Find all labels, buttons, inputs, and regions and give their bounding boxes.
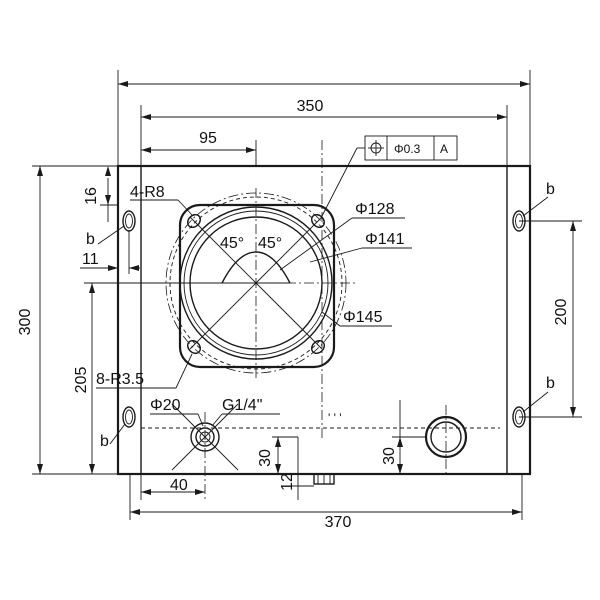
tolerance-frame: Φ0.3 A [320, 135, 458, 219]
dim-350: 350 [297, 98, 324, 115]
svg-text:b: b [546, 181, 555, 198]
dim-12: 12 [279, 473, 296, 491]
dim-16: 16 [83, 187, 100, 205]
flange-bolt-tr [311, 214, 325, 228]
svg-text:b: b [100, 433, 109, 450]
dim-300: 300 [17, 309, 34, 336]
flange-bolt-tl [187, 214, 201, 228]
flange-bolt-br [311, 340, 325, 354]
hole-top-left [122, 210, 136, 232]
dim-partial: ' ' ' [328, 411, 342, 425]
dim-205: 205 [73, 367, 90, 394]
callout-phi145: Φ145 [343, 309, 383, 326]
hole-bottom-right [512, 406, 526, 428]
callout-phi141: Φ141 [365, 231, 405, 248]
dim-11: 11 [82, 251, 99, 268]
flange-bolt-bl [187, 340, 201, 354]
hole-top-right [512, 210, 526, 232]
dim-370: 370 [325, 514, 352, 531]
svg-text:b: b [546, 375, 555, 392]
dim-40: 40 [170, 477, 188, 494]
dim-95: 95 [199, 130, 217, 147]
callout-g14: G1/4" [222, 397, 262, 414]
port-right [424, 405, 468, 474]
callout-8-r3-5: 8-R3.5 [96, 371, 144, 388]
port-phi20 [171, 403, 239, 500]
angle-left: 45° [220, 235, 244, 252]
dim-200: 200 [553, 299, 570, 326]
svg-text:Φ0.3: Φ0.3 [394, 142, 421, 156]
svg-text:b: b [86, 231, 95, 248]
svg-text:A: A [440, 142, 448, 156]
angle-right: 45° [258, 235, 282, 252]
dim-30-right: 30 [381, 447, 398, 465]
hole-bottom-left [122, 406, 136, 428]
central-flange [160, 140, 356, 440]
position-symbol-icon [368, 140, 384, 156]
callout-4-r8: 4-R8 [130, 184, 165, 201]
callout-phi20: Φ20 [150, 397, 181, 414]
dim-30-left: 30 [257, 449, 274, 467]
callout-phi128: Φ128 [355, 201, 395, 218]
